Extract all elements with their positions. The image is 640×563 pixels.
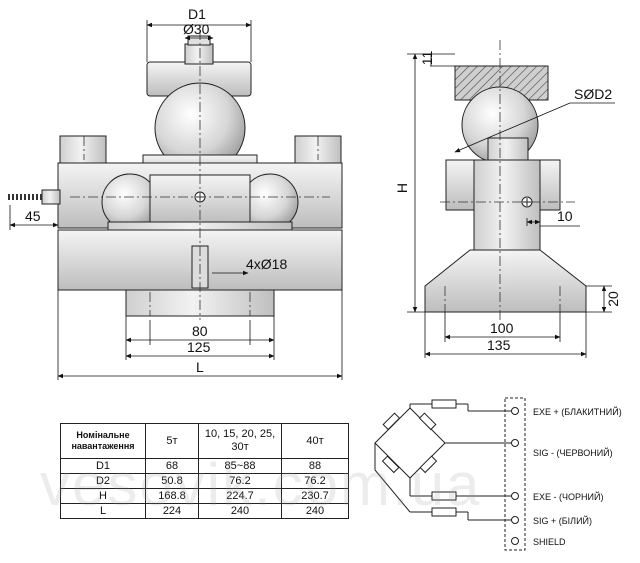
spec-cell: 230.7 — [281, 488, 349, 504]
spec-cell: 240 — [281, 503, 349, 519]
spec-cell: 76.2 — [198, 473, 282, 489]
spec-table-header: Номінальне навантаження 5т 10, 15, 20, 2… — [60, 423, 349, 459]
spec-cell: 68 — [145, 458, 199, 474]
front-diameter-label: Ø30 — [183, 21, 210, 37]
front-dim-l-label: L — [196, 359, 204, 375]
side-dim-10-label: 10 — [557, 208, 573, 224]
front-dimensions — [9, 20, 343, 380]
spec-row: D2 50.8 76.2 76.2 — [60, 473, 349, 489]
spec-table: Номінальне навантаження 5т 10, 15, 20, 2… — [60, 423, 349, 519]
side-dimensions — [407, 53, 615, 358]
front-dim-125-label: 125 — [187, 339, 211, 355]
cable-gland — [41, 189, 61, 205]
spec-cell: 85~88 — [198, 458, 282, 474]
spec-header-40t: 40т — [281, 423, 349, 459]
side-centerlines — [440, 40, 575, 320]
terminal-label-sig-minus: SIG - (ЧЕРВОНИЙ) — [533, 447, 613, 458]
top-pin — [184, 43, 214, 65]
spec-row-label: D1 — [60, 458, 146, 474]
terminal-label-shield: SHIELD — [533, 537, 566, 547]
front-centerlines — [70, 30, 330, 320]
spec-header-capacity: Номінальне навантаження — [60, 423, 146, 459]
spec-row-label: D2 — [60, 473, 146, 489]
mount-foot — [125, 289, 275, 317]
spec-cell: 240 — [198, 503, 282, 519]
spec-row: H 168.8 224.7 230.7 — [60, 488, 349, 504]
front-cable-offset-label: 45 — [25, 208, 41, 224]
side-upper-block — [487, 137, 529, 163]
side-h-label: H — [394, 183, 410, 193]
spec-cell: 224 — [145, 503, 199, 519]
spec-cell: 76.2 — [281, 473, 349, 489]
terminal-label-exe-minus: EXE - (ЧОРНИЙ) — [533, 491, 603, 502]
spec-cell: 224.7 — [198, 488, 282, 504]
side-dim-11-label: 11 — [419, 51, 435, 66]
left-post — [59, 135, 107, 165]
spec-cell: 50.8 — [145, 473, 199, 489]
spec-cell: 168.8 — [145, 488, 199, 504]
side-sphere-label: SØD2 — [574, 86, 612, 102]
terminal-label-exe-plus: EXE + (БЛАКИТНИЙ) — [533, 406, 622, 417]
side-dim-100-label: 100 — [490, 320, 514, 336]
front-dim-80-label: 80 — [192, 323, 208, 339]
spec-header-5t: 5т — [145, 423, 199, 459]
side-view — [424, 65, 587, 313]
wiring-diagram — [374, 397, 526, 551]
spec-row-label: L — [60, 503, 146, 519]
front-d1-label: D1 — [188, 6, 206, 22]
side-dim-135-label: 135 — [487, 337, 511, 353]
spec-row: D1 68 85~88 88 — [60, 458, 349, 474]
terminal-block — [504, 397, 526, 551]
side-dim-20-label: 20 — [605, 291, 621, 307]
spec-row-label: H — [60, 488, 146, 504]
terminal-label-sig-plus: SIG + (БІЛИЙ) — [533, 515, 592, 526]
spec-row: L 224 240 240 — [60, 503, 349, 519]
side-base — [424, 249, 587, 313]
front-holes-label: 4xØ18 — [246, 256, 287, 272]
front-view — [8, 35, 343, 317]
spec-cell: 88 — [281, 458, 349, 474]
spec-header-10-30t: 10, 15, 20, 25, 30т — [198, 423, 282, 459]
